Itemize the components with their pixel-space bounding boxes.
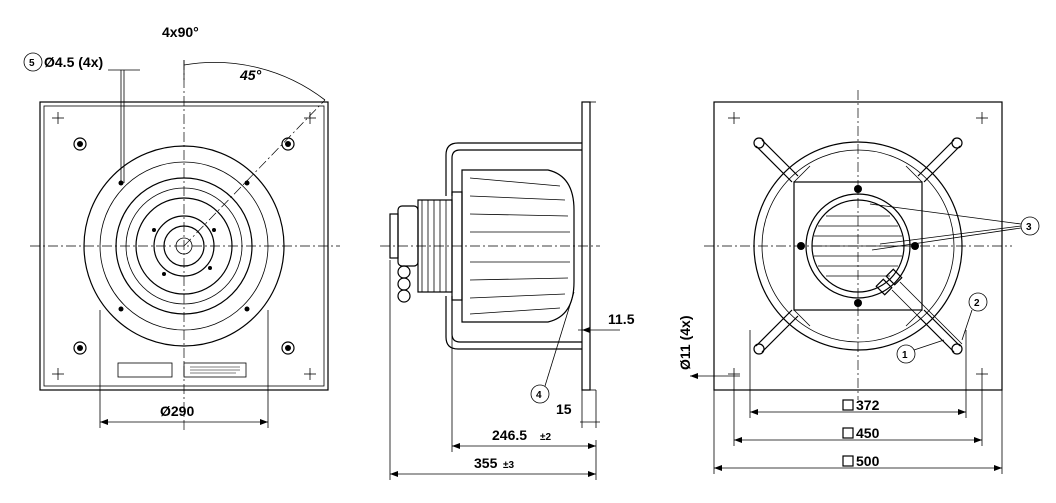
front-ring-5: [135, 197, 233, 295]
front-view: 4x90° 45° 5 Ø4.5 (4x) Ø290: [23, 24, 340, 430]
side-dim-11-5: 11.5: [608, 311, 635, 327]
callout-1-circle: [896, 344, 916, 364]
callout-3-text: 3: [1026, 222, 1032, 233]
rear-dim-450: 450: [856, 425, 880, 441]
rear-corner-marks: [728, 112, 988, 380]
side-impeller-blades: [469, 177, 570, 315]
rear-square-symbol-500: [842, 455, 854, 467]
rear-square-symbol-450: [842, 427, 854, 439]
front-diameter: Ø290: [160, 403, 194, 419]
callout-4-text: 4: [536, 390, 542, 401]
side-impeller: [461, 169, 575, 323]
side-support-bottom: [445, 296, 582, 350]
side-mount-plate: [581, 101, 591, 391]
side-dim-246-tol: ±2: [540, 432, 551, 443]
side-support-top: [445, 142, 582, 196]
side-dim-355: 355: [474, 455, 498, 471]
label-plate-2: [183, 362, 247, 378]
rear-hole-label: Ø11 (4x): [677, 316, 693, 370]
front-hub-center: [175, 237, 193, 255]
front-ring-holes: [118, 180, 250, 312]
rear-motor-square: [793, 181, 923, 311]
callout-5-circle: [23, 52, 43, 72]
label-plate-2-text: [190, 366, 240, 374]
label-plate-1: [117, 362, 173, 378]
front-hub-outer: [153, 215, 215, 277]
side-dim-15: 15: [556, 401, 572, 417]
side-view: 4 11.5 15 246.5 ±2 355 ±3: [380, 101, 635, 480]
callout-2-circle: [968, 292, 988, 312]
side-cable-glands: [397, 265, 411, 303]
callout-1-text: 1: [902, 350, 908, 361]
rear-dim-500: 500: [856, 453, 880, 469]
front-bolts: [73, 137, 295, 355]
callout-2-text: 2: [974, 298, 980, 309]
front-ring-2: [99, 161, 269, 331]
side-dim-355-tol: ±3: [503, 460, 514, 471]
front-hole-label: Ø4.5 (4x): [44, 54, 103, 70]
front-angle-arc: [183, 62, 326, 101]
front-outer-ring: [83, 145, 285, 347]
rear-motor-disc: [805, 193, 911, 299]
front-angle-total: 4x90°: [162, 24, 199, 40]
side-dim-246: 246.5: [492, 427, 527, 443]
rear-cable-outlets: [875, 268, 903, 296]
front-corner-marks: [52, 112, 316, 380]
side-motor-fins: [421, 200, 447, 292]
callout-4-circle: [530, 384, 550, 404]
front-ring-3: [115, 177, 253, 315]
front-angle-45: 45°: [239, 67, 262, 83]
side-motor-cap: [397, 205, 419, 267]
rear-square-symbol-372: [842, 399, 854, 411]
rear-outer-ring: [753, 141, 963, 351]
rear-motor-fins: [812, 215, 904, 277]
front-ring-4: [125, 187, 243, 305]
rear-dim-372: 372: [856, 397, 880, 413]
front-diag-line: [183, 99, 326, 247]
callout-5-text: 5: [29, 58, 35, 69]
rear-view: 3 1 2 Ø11 (4x) 372 450: [677, 90, 1040, 474]
front-hub-inner: [163, 225, 205, 267]
rear-ring-2: [761, 149, 955, 343]
